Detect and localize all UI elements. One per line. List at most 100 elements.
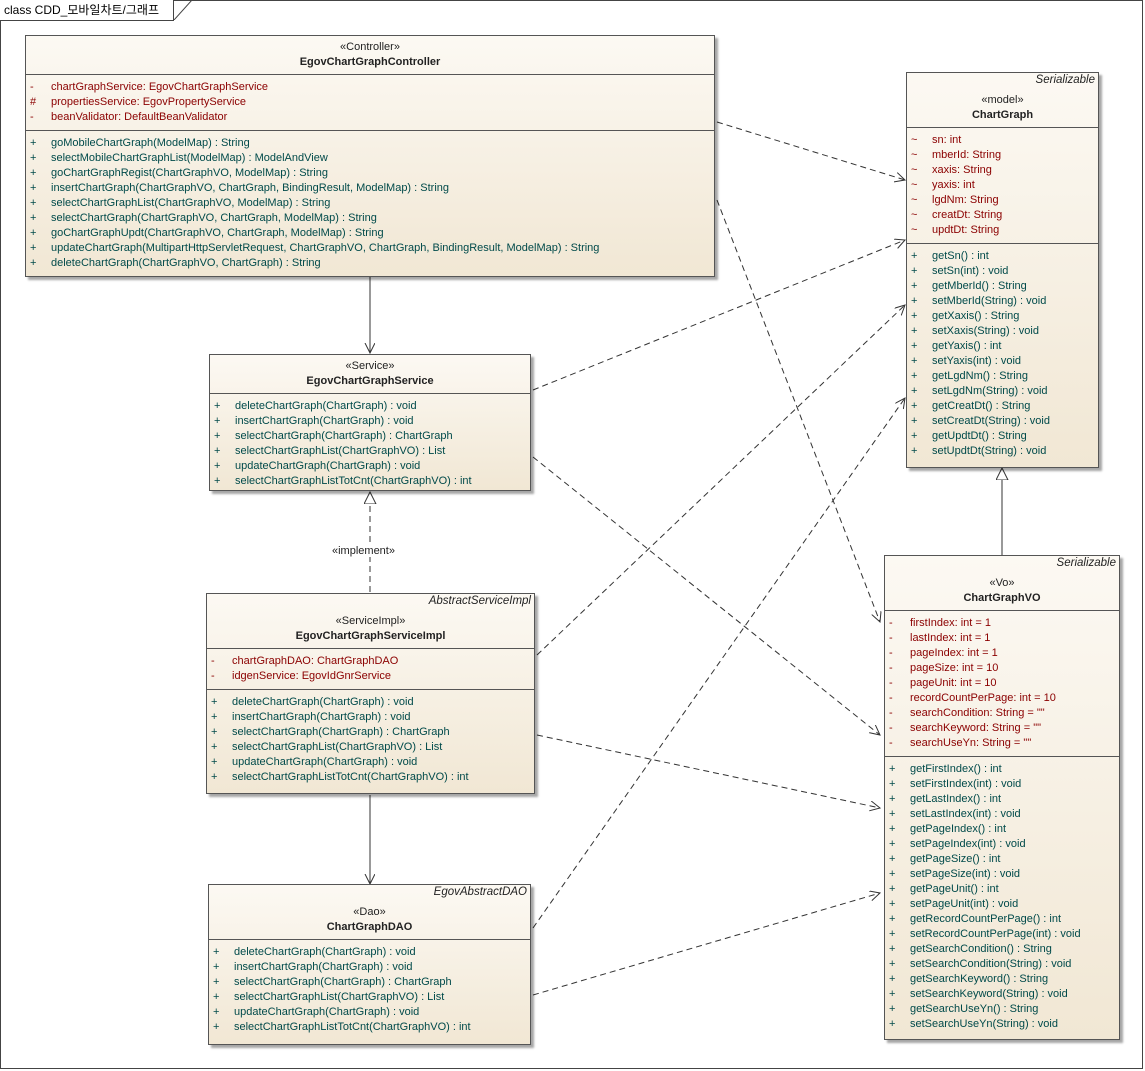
operation: +setXaxis(String) : void (911, 325, 1039, 337)
operation: +setCreatDt(String) : void (911, 415, 1050, 427)
operation: +insertChartGraph(ChartGraph) : void (211, 711, 411, 723)
class-header: EgovAbstractDAO «Dao» ChartGraphDAO (209, 885, 530, 940)
implement-label: «implement» (332, 545, 395, 557)
operation: +getSearchCondition() : String (889, 943, 1052, 955)
operation-list: +deleteChartGraph(ChartGraph) : void +in… (210, 394, 530, 494)
operation: +getMberId() : String (911, 280, 1027, 292)
class-egov-chart-graph-service-impl[interactable]: AbstractServiceImpl «ServiceImpl» EgovCh… (206, 593, 535, 794)
stereotype: «Controller» (340, 41, 400, 53)
operation: +updateChartGraph(ChartGraph) : void (211, 756, 418, 768)
attribute: -searchKeyword: String = "" (889, 722, 1042, 734)
class-header: «Service» EgovChartGraphService (210, 355, 530, 394)
class-header: Serializable «Vo» ChartGraphVO (885, 556, 1119, 611)
operation: +setSn(int) : void (911, 265, 1009, 277)
operation: +selectChartGraphListTotCnt(ChartGraphVO… (211, 771, 469, 783)
class-chart-graph[interactable]: Serializable «model» ChartGraph ~sn: int… (906, 72, 1099, 468)
attribute-list: -firstIndex: int = 1 -lastIndex: int = 1… (885, 611, 1119, 757)
operation: +getLgdNm() : String (911, 370, 1028, 382)
attribute: -chartGraphDAO: ChartGraphDAO (211, 655, 399, 667)
operation: +deleteChartGraph(ChartGraph) : void (213, 946, 416, 958)
operation: +setMberId(String) : void (911, 295, 1047, 307)
class-name: EgovChartGraphServiceImpl (295, 630, 446, 642)
operation: +selectChartGraphListTotCnt(ChartGraphVO… (213, 1021, 471, 1033)
operation: +goChartGraphUpdt(ChartGraphVO, ChartGra… (30, 227, 384, 239)
attribute: -chartGraphService: EgovChartGraphServic… (30, 81, 269, 93)
operation: +setSearchUseYn(String) : void (889, 1018, 1058, 1030)
edge-service-vo (532, 456, 880, 735)
operation: +updateChartGraph(MultipartHttpServletRe… (30, 242, 600, 254)
operation: +updateChartGraph(ChartGraph) : void (214, 460, 421, 472)
operation: +setFirstIndex(int) : void (889, 778, 1022, 790)
class-egov-chart-graph-service[interactable]: «Service» EgovChartGraphService +deleteC… (209, 354, 531, 491)
stereotype: «ServiceImpl» (335, 615, 406, 627)
operation: +getRecordCountPerPage() : int (889, 913, 1062, 925)
attribute: #propertiesService: EgovPropertyService (30, 96, 247, 108)
class-header: «Controller» EgovChartGraphController (26, 36, 714, 75)
operation: +getYaxis() : int (911, 340, 1002, 352)
operation: +getUpdtDt() : String (911, 430, 1027, 442)
stereotype: «model» (981, 94, 1024, 106)
attribute: ~lgdNm: String (911, 194, 999, 206)
attribute: -pageIndex: int = 1 (889, 647, 998, 659)
attribute: ~mberId: String (911, 149, 1002, 161)
operation: +deleteChartGraph(ChartGraphVO, ChartGra… (30, 257, 321, 269)
operation: +getFirstIndex() : int (889, 763, 1002, 775)
operation: +selectChartGraphList(ChartGraphVO) : Li… (214, 445, 446, 457)
operation: +getCreatDt() : String (911, 400, 1031, 412)
operation-list: +goMobileChartGraph(ModelMap) : String +… (26, 131, 714, 276)
attribute: -firstIndex: int = 1 (889, 617, 992, 629)
operation: +getSn() : int (911, 250, 989, 262)
operation: +selectChartGraph(ChartGraph) : ChartGra… (214, 430, 453, 442)
class-egov-chart-graph-controller[interactable]: «Controller» EgovChartGraphController -c… (25, 35, 715, 277)
operation: +setLastIndex(int) : void (889, 808, 1021, 820)
operation: +setRecordCountPerPage(int) : void (889, 928, 1081, 940)
attribute: -idgenService: EgovIdGnrService (211, 670, 391, 682)
class-chart-graph-dao[interactable]: EgovAbstractDAO «Dao» ChartGraphDAO +del… (208, 884, 531, 1045)
edge-controller-vo (716, 199, 880, 622)
operation: +selectChartGraph(ChartGraph) : ChartGra… (213, 976, 452, 988)
stereotype: «Dao» (353, 906, 386, 918)
operation: +selectChartGraphList(ChartGraphVO) : Li… (213, 991, 445, 1003)
class-header: Serializable «model» ChartGraph (907, 73, 1098, 128)
superclass-tag: Serializable (1035, 74, 1095, 86)
attribute: -lastIndex: int = 1 (889, 632, 991, 644)
superclass-tag: AbstractServiceImpl (428, 595, 531, 607)
operation: +setLgdNm(String) : void (911, 385, 1048, 397)
operation: +getSearchUseYn() : String (889, 1003, 1039, 1015)
class-name: ChartGraphDAO (326, 921, 413, 933)
operation: +selectMobileChartGraphList(ModelMap) : … (30, 152, 328, 164)
attribute: -recordCountPerPage: int = 10 (889, 692, 1056, 704)
operation: +deleteChartGraph(ChartGraph) : void (214, 400, 417, 412)
operation: +getLastIndex() : int (889, 793, 1002, 805)
diagram-title: class CDD_모바일차트/그래프 (0, 0, 175, 21)
operation: +deleteChartGraph(ChartGraph) : void (211, 696, 414, 708)
operation: +goChartGraphRegist(ChartGraphVO, ModelM… (30, 167, 328, 179)
attribute: -searchUseYn: String = "" (889, 737, 1032, 749)
operation: +goMobileChartGraph(ModelMap) : String (30, 137, 250, 149)
attribute: ~creatDt: String (911, 209, 1003, 221)
operation-list: +getSn() : int +setSn(int) : void +getMb… (907, 244, 1098, 464)
operation: +selectChartGraphListTotCnt(ChartGraphVO… (214, 475, 472, 487)
class-name: ChartGraphVO (963, 592, 1041, 604)
operation: +insertChartGraph(ChartGraph) : void (214, 415, 414, 427)
attribute-list: -chartGraphDAO: ChartGraphDAO -idgenServ… (207, 649, 534, 690)
operation: +getPageSize() : int (889, 853, 1001, 865)
title-tab-corner (174, 0, 192, 20)
operation-list: +getFirstIndex() : int +setFirstIndex(in… (885, 757, 1119, 1037)
superclass-tag: Serializable (1056, 557, 1116, 569)
attribute: -pageSize: int = 10 (889, 662, 999, 674)
edge-impl-vo (536, 734, 880, 808)
attribute-list: ~sn: int ~mberId: String ~xaxis: String … (907, 128, 1098, 244)
operation: +getPageIndex() : int (889, 823, 1007, 835)
operation: +getXaxis() : String (911, 310, 1020, 322)
edge-dao-vo (532, 893, 880, 996)
class-chart-graph-vo[interactable]: Serializable «Vo» ChartGraphVO -firstInd… (884, 555, 1120, 1040)
operation: +setPageIndex(int) : void (889, 838, 1026, 850)
attribute: -pageUnit: int = 10 (889, 677, 997, 689)
class-name: ChartGraph (971, 109, 1034, 121)
operation: +setPageUnit(int) : void (889, 898, 1019, 910)
class-name: EgovChartGraphService (306, 375, 434, 387)
operation: +setSearchKeyword(String) : void (889, 988, 1068, 1000)
